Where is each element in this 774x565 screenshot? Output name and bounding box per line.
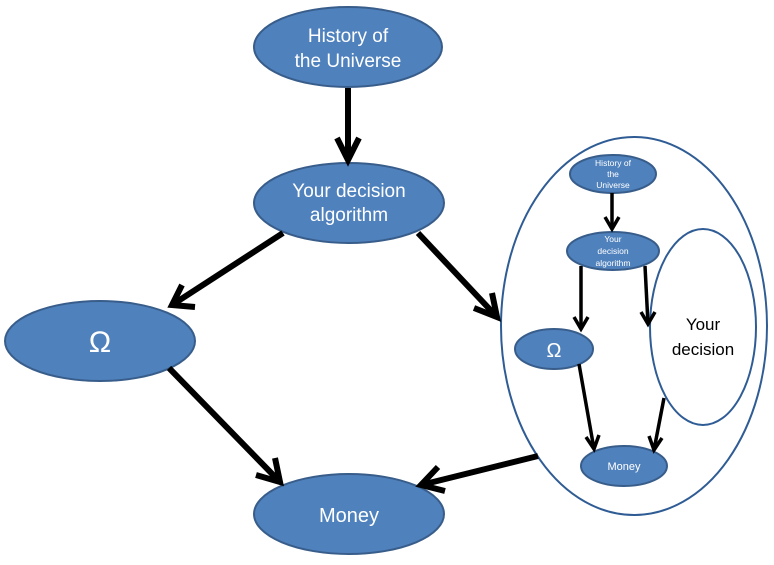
nested-history-line1: History of: [595, 158, 632, 168]
nested-edge-omega-to-money: [577, 363, 601, 453]
node-decision-algorithm: Your decision algorithm: [253, 162, 445, 244]
nested-decision-line2: decision: [672, 340, 734, 359]
edge-omega-to-money: [166, 365, 284, 487]
node-history-line2: the Universe: [295, 51, 402, 72]
nested-node-your-decision: Your decision: [649, 228, 757, 426]
nested-node-decision-algorithm: Your decision algorithm: [566, 231, 660, 271]
node-algorithm-line2: algorithm: [310, 205, 388, 226]
nested-algorithm-line2: decision: [597, 246, 628, 256]
node-algorithm-line1: Your decision: [292, 181, 405, 202]
node-omega-label: Ω: [89, 326, 111, 359]
nested-edge-algorithm-to-decision: [639, 265, 657, 328]
nested-node-history-of-universe: History of the Universe: [569, 154, 657, 194]
nested-edge-decision-to-money: [647, 397, 666, 454]
node-money-label: Money: [319, 505, 379, 527]
nested-algorithm-line3: algorithm: [596, 258, 631, 268]
nested-edge-history-to-algorithm: [603, 193, 621, 233]
nested-node-money: Money: [580, 445, 668, 487]
node-money: Money: [253, 473, 445, 555]
nested-history-line3: Universe: [596, 180, 630, 190]
nested-money-label: Money: [607, 461, 641, 473]
edge-algorithm-to-nested: [415, 230, 502, 322]
nested-omega-label: Ω: [547, 340, 562, 362]
nested-algorithm-line1: Your: [604, 234, 621, 244]
edge-algorithm-to-omega: [167, 230, 285, 310]
node-history-of-universe: History of the Universe: [253, 6, 443, 88]
nested-edge-algorithm-to-omega: [572, 266, 590, 333]
edge-nested-to-money: [415, 453, 539, 494]
edge-history-to-algorithm: [334, 88, 362, 167]
nested-node-omega: Ω: [514, 328, 594, 370]
node-omega: Ω: [4, 300, 196, 382]
nested-decision-line1: Your: [686, 315, 721, 334]
node-history-line1: History of: [308, 26, 389, 47]
nested-history-line2: the: [607, 169, 619, 179]
